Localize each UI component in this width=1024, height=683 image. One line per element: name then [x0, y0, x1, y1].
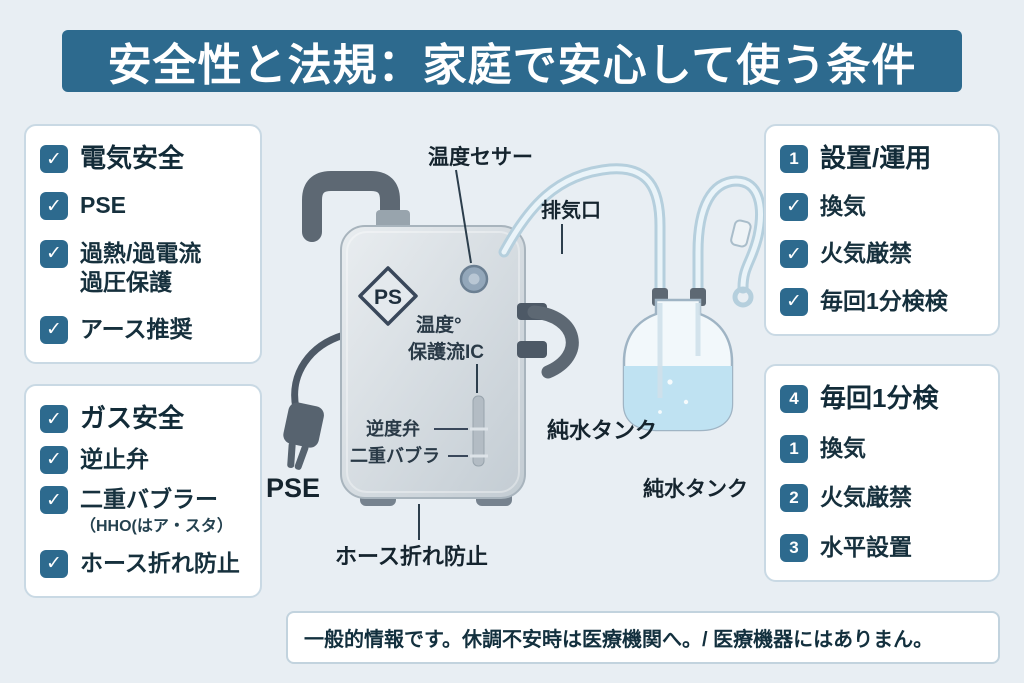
- installation-panel: 1 設置/運用 ✓ 換気 ✓ 火気厳禁 ✓ 毎回1分検検: [764, 124, 1000, 336]
- check-icon: ✓: [40, 486, 68, 515]
- item-sublabel: （HHO(はア・スタ）: [80, 518, 233, 536]
- device-port: [517, 341, 547, 358]
- list-item: 1 換気: [780, 434, 984, 463]
- list-item: ✓ ホース折れ防止: [40, 549, 246, 578]
- tank-water: [624, 366, 732, 430]
- label-tank-right: 純水タンク: [643, 477, 748, 501]
- panel-header-row: 4 毎回1分検: [780, 384, 984, 413]
- tube-device-to-bottle: [498, 163, 666, 298]
- electric-safety-panel: ✓ 電気安全 ✓ PSE ✓ 過熱/過電流 過圧保護 ✓ アース推奨: [24, 124, 262, 364]
- item-label: ホース折れ防止: [80, 549, 240, 576]
- list-item: 3 水平設置: [780, 533, 984, 562]
- ps-mark-text: PS: [374, 286, 402, 309]
- dark-hose: [527, 305, 579, 379]
- number-badge: 1: [780, 145, 808, 173]
- item-label: 二重バブラー: [80, 486, 218, 513]
- label-exhaust-port: 排気口: [541, 198, 601, 222]
- per-use-check-panel: 4 毎回1分検 1 換気 2 火気厳禁 3 水平設置: [764, 364, 1000, 582]
- item-label-line2: 過圧保護: [80, 268, 172, 295]
- panel-header-row: ✓ 電気安全: [40, 144, 246, 173]
- page-title: 安全性と法規：家庭で安心して使う条件: [107, 41, 917, 90]
- item-label: 過熱/過電流: [80, 239, 202, 266]
- panel-title: 設置/運用: [820, 143, 932, 173]
- list-item: ✓ アース推奨: [40, 315, 246, 344]
- list-item: 2 火気厳禁: [780, 483, 984, 513]
- tube-clamp: [730, 219, 752, 248]
- bubble: [667, 379, 673, 385]
- check-icon: ✓: [40, 239, 68, 268]
- item-label: 火気厳禁: [820, 484, 912, 511]
- check-icon: ✓: [780, 192, 808, 221]
- panel-header-row: ✓ ガス安全: [40, 404, 246, 433]
- valve-indicator-slot: [472, 395, 485, 467]
- gas-safety-panel: ✓ ガス安全 ✓ 逆止弁 ✓ 二重バブラー （HHO(はア・スタ） ✓ ホース折…: [24, 384, 262, 598]
- label-protection-ic: 保護流IC: [407, 340, 484, 363]
- list-item: ✓ 毎回1分検検: [780, 287, 984, 316]
- panel-title: ガス安全: [80, 403, 185, 433]
- label-double-bubbler: 二重バブラ: [350, 445, 440, 466]
- list-item: ✓ 二重バブラー （HHO(はア・スタ）: [40, 485, 246, 537]
- list-item: ✓ PSE: [40, 191, 246, 221]
- item-label: 換気: [820, 434, 866, 461]
- panel-title: 毎回1分検: [820, 383, 939, 413]
- item-label: PSE: [80, 192, 127, 219]
- check-icon: ✓: [780, 287, 808, 316]
- check-icon: ✓: [780, 240, 808, 269]
- number-badge: 1: [780, 434, 808, 463]
- item-label: 水平設置: [820, 533, 912, 560]
- tube-highlight: [501, 166, 663, 295]
- label-pse: PSE: [266, 473, 320, 503]
- item-label: 換気: [820, 192, 866, 219]
- temp-sensor-core: [468, 273, 480, 285]
- number-badge: 2: [780, 484, 808, 513]
- bubble: [683, 399, 689, 405]
- ps-mark-icon: PS: [358, 266, 418, 326]
- item-label: 逆止弁: [80, 445, 149, 472]
- power-cord: [291, 331, 348, 412]
- list-item: ✓ 過熱/過電流 過圧保護: [40, 239, 246, 297]
- check-icon: ✓: [40, 405, 68, 433]
- leader-temp-sensor: [455, 169, 472, 264]
- disclaimer-box: 一般的情報です。休調不安時は医療機関へ。/ 医療機器にはありまん。: [286, 611, 1000, 664]
- list-item: ✓ 火気厳禁: [780, 239, 984, 269]
- tube-end-loop: [732, 286, 754, 308]
- number-badge: 3: [780, 533, 808, 562]
- exhaust-pipe: [302, 171, 400, 246]
- bubble: [658, 410, 662, 414]
- label-temp-sensor: 温度セサー: [428, 145, 533, 169]
- item-label: 火気厳禁: [820, 240, 912, 267]
- list-item: ✓ 逆止弁: [40, 445, 246, 474]
- number-badge: 4: [780, 385, 808, 413]
- panel-title: 電気安全: [80, 143, 185, 173]
- device-highlight: [346, 231, 520, 493]
- list-item: ✓ 換気: [780, 192, 984, 221]
- item-label: 毎回1分検検: [820, 287, 948, 314]
- check-icon: ✓: [40, 192, 68, 221]
- power-plug-icon: [283, 402, 324, 470]
- check-icon: ✓: [40, 549, 68, 578]
- check-icon: ✓: [40, 315, 68, 344]
- check-icon: ✓: [40, 445, 68, 474]
- title-banner: 安全性と法規：家庭で安心して使う条件: [62, 30, 962, 92]
- panel-header-row: 1 設置/運用: [780, 144, 984, 173]
- item-label: アース推奨: [80, 315, 193, 342]
- label-temp: 温度°: [416, 313, 462, 336]
- disclaimer-text: 一般的情報です。休調不安時は医療機関へ。/ 医療機器にはありまん。: [304, 629, 934, 651]
- tube-highlight: [695, 178, 763, 295]
- check-icon: ✓: [40, 145, 68, 173]
- label-check-valve: 逆度弁: [366, 418, 420, 439]
- label-hose-guard: ホース折れ防止: [335, 544, 488, 569]
- label-tank-center: 純水タンク: [547, 418, 657, 443]
